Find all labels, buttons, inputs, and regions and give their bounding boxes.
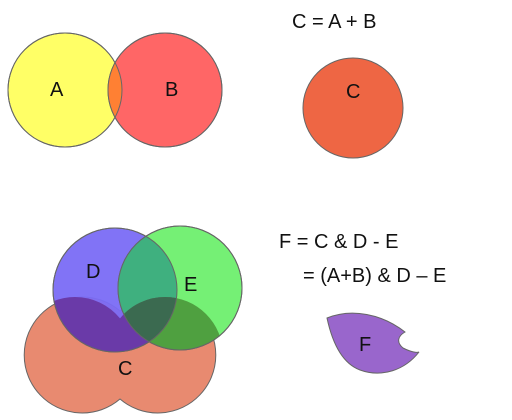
equation-f-line2: = (A+B) & D – E — [303, 265, 446, 287]
venn-a-b: A B — [7, 32, 223, 148]
label-c: C — [346, 81, 360, 103]
label-e: E — [184, 274, 197, 296]
shape-c — [302, 57, 404, 159]
result-shape-f: F — [326, 312, 420, 374]
overlap-c-d-e — [118, 297, 177, 350]
shape-f — [326, 312, 420, 374]
venn-c-d-e: D E C — [23, 225, 243, 414]
label-a: A — [50, 79, 64, 101]
equation-top: C = A + B — [292, 11, 377, 33]
label-d: D — [86, 261, 100, 283]
equation-f-line1: F = C & D - E — [279, 231, 398, 253]
circle-a — [7, 32, 123, 148]
union-shape-c: C — [302, 57, 404, 159]
label-b: B — [165, 79, 178, 101]
label-f: F — [359, 334, 371, 356]
label-c-lower: C — [118, 358, 132, 380]
